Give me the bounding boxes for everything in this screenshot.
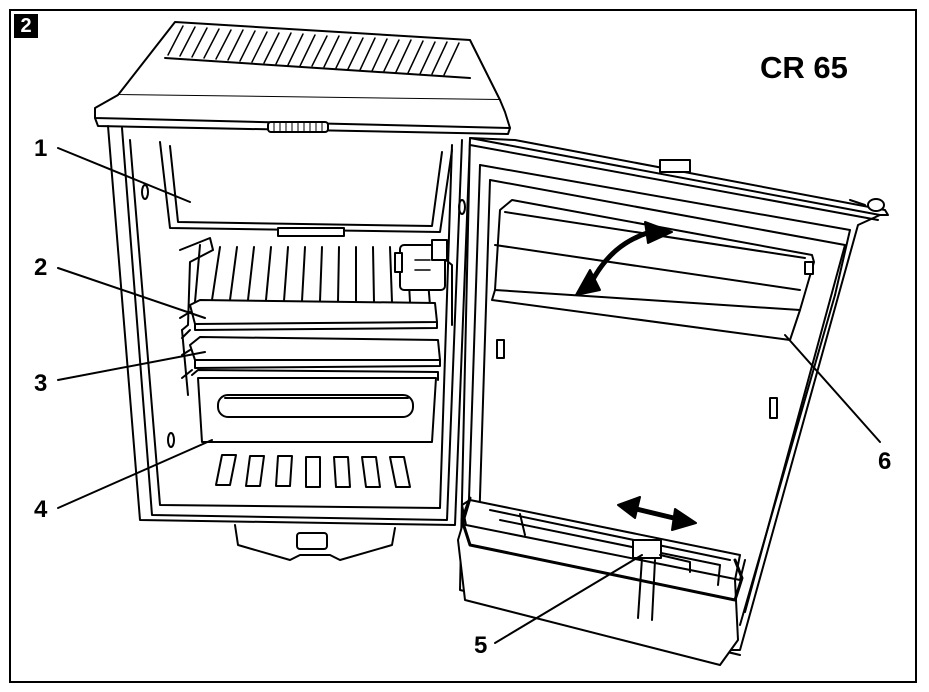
bottle-rack bbox=[457, 496, 746, 666]
slide-double-arrow bbox=[617, 496, 697, 531]
callout-6: 6 bbox=[878, 448, 892, 475]
wire-shelf-upper bbox=[194, 244, 431, 306]
model-label: CR 65 bbox=[760, 50, 848, 85]
bottom-grid bbox=[215, 454, 411, 488]
door-flap-compartment bbox=[491, 199, 815, 419]
callout-5: 5 bbox=[474, 632, 488, 659]
figure-frame bbox=[9, 9, 917, 683]
vegetable-drawer bbox=[191, 369, 439, 443]
top-vent-grille bbox=[94, 21, 511, 135]
cabinet-body bbox=[107, 125, 471, 561]
figure-number-badge: 2 bbox=[14, 14, 38, 38]
control-unit bbox=[394, 239, 448, 291]
flap-rotate-arrow bbox=[575, 221, 673, 296]
freezer-compartment bbox=[159, 141, 453, 237]
callout-4: 4 bbox=[34, 496, 48, 523]
callout-leaders bbox=[57, 147, 881, 644]
drawer-cover bbox=[181, 336, 441, 379]
callout-2: 2 bbox=[34, 254, 48, 281]
callout-1: 1 bbox=[34, 135, 48, 162]
glass-shelf bbox=[179, 299, 438, 339]
callout-3: 3 bbox=[34, 370, 48, 397]
